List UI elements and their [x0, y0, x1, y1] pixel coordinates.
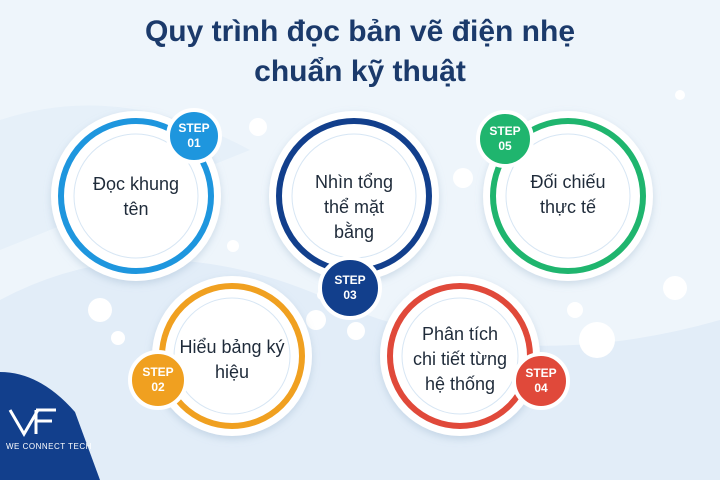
step-2-badge-label: STEP: [142, 365, 174, 379]
step-1-text-line: Đọc khung: [92, 174, 180, 194]
step-4-badge-number: 04: [534, 381, 548, 395]
logo-tagline: WE CONNECT TECH: [6, 442, 92, 451]
step-5-text-line: thực tế: [539, 197, 597, 217]
step-4-badge: STEP 04: [512, 352, 570, 410]
step-2-badge: STEP 02: [128, 350, 188, 410]
step-2-text-line: Hiểu bảng ký: [179, 337, 285, 357]
step-5-badge-label: STEP: [489, 124, 521, 138]
step-3-text-line: Nhìn tổng: [314, 172, 394, 192]
title-line-1: Quy trình đọc bản vẽ điện nhẹ: [144, 15, 576, 48]
step-4-text-line: hệ thống: [424, 374, 496, 394]
step-5-badge-number: 05: [498, 139, 512, 153]
page-title: Quy trình đọc bản vẽ điện nhẹ chuẩn kỹ t…: [0, 12, 720, 92]
step-3-badge-number: 03: [343, 288, 357, 302]
step-1-badge: STEP 01: [166, 108, 222, 164]
step-3-text-line: thể mặt: [323, 197, 385, 217]
step-3-text: Nhìn tổng thể mặt bằng: [294, 170, 414, 245]
step-2-circle: [152, 276, 312, 436]
step-1-text-line: tên: [123, 199, 149, 219]
step-5-text: Đối chiếu thực tế: [508, 170, 628, 220]
step-4-circle: [380, 276, 540, 436]
step-2-badge-number: 02: [151, 380, 165, 394]
title-line-2: chuẩn kỹ thuật: [254, 55, 466, 88]
step-3-badge-label: STEP: [334, 273, 366, 287]
step-3-text-line: bằng: [333, 222, 375, 242]
step-3-badge: STEP 03: [318, 256, 382, 320]
step-4-text-line: Phân tích: [421, 324, 499, 344]
step-4-text-line: chi tiết từng: [412, 349, 508, 369]
step-1-text: Đọc khung tên: [76, 172, 196, 222]
step-3-circle: [269, 111, 439, 281]
brand-logo: [0, 372, 100, 480]
step-4-badge-label: STEP: [525, 366, 557, 380]
step-1-badge-number: 01: [187, 136, 201, 150]
step-2-text: Hiểu bảng ký hiệu: [172, 335, 292, 385]
step-2-text-line: hiệu: [214, 362, 250, 382]
step-5-text-line: Đối chiếu: [530, 172, 606, 192]
step-1-badge-label: STEP: [178, 121, 210, 135]
step-5-badge: STEP 05: [476, 110, 534, 168]
step-4-text: Phân tích chi tiết từng hệ thống: [400, 322, 520, 397]
vf-logo-icon: [8, 408, 56, 437]
